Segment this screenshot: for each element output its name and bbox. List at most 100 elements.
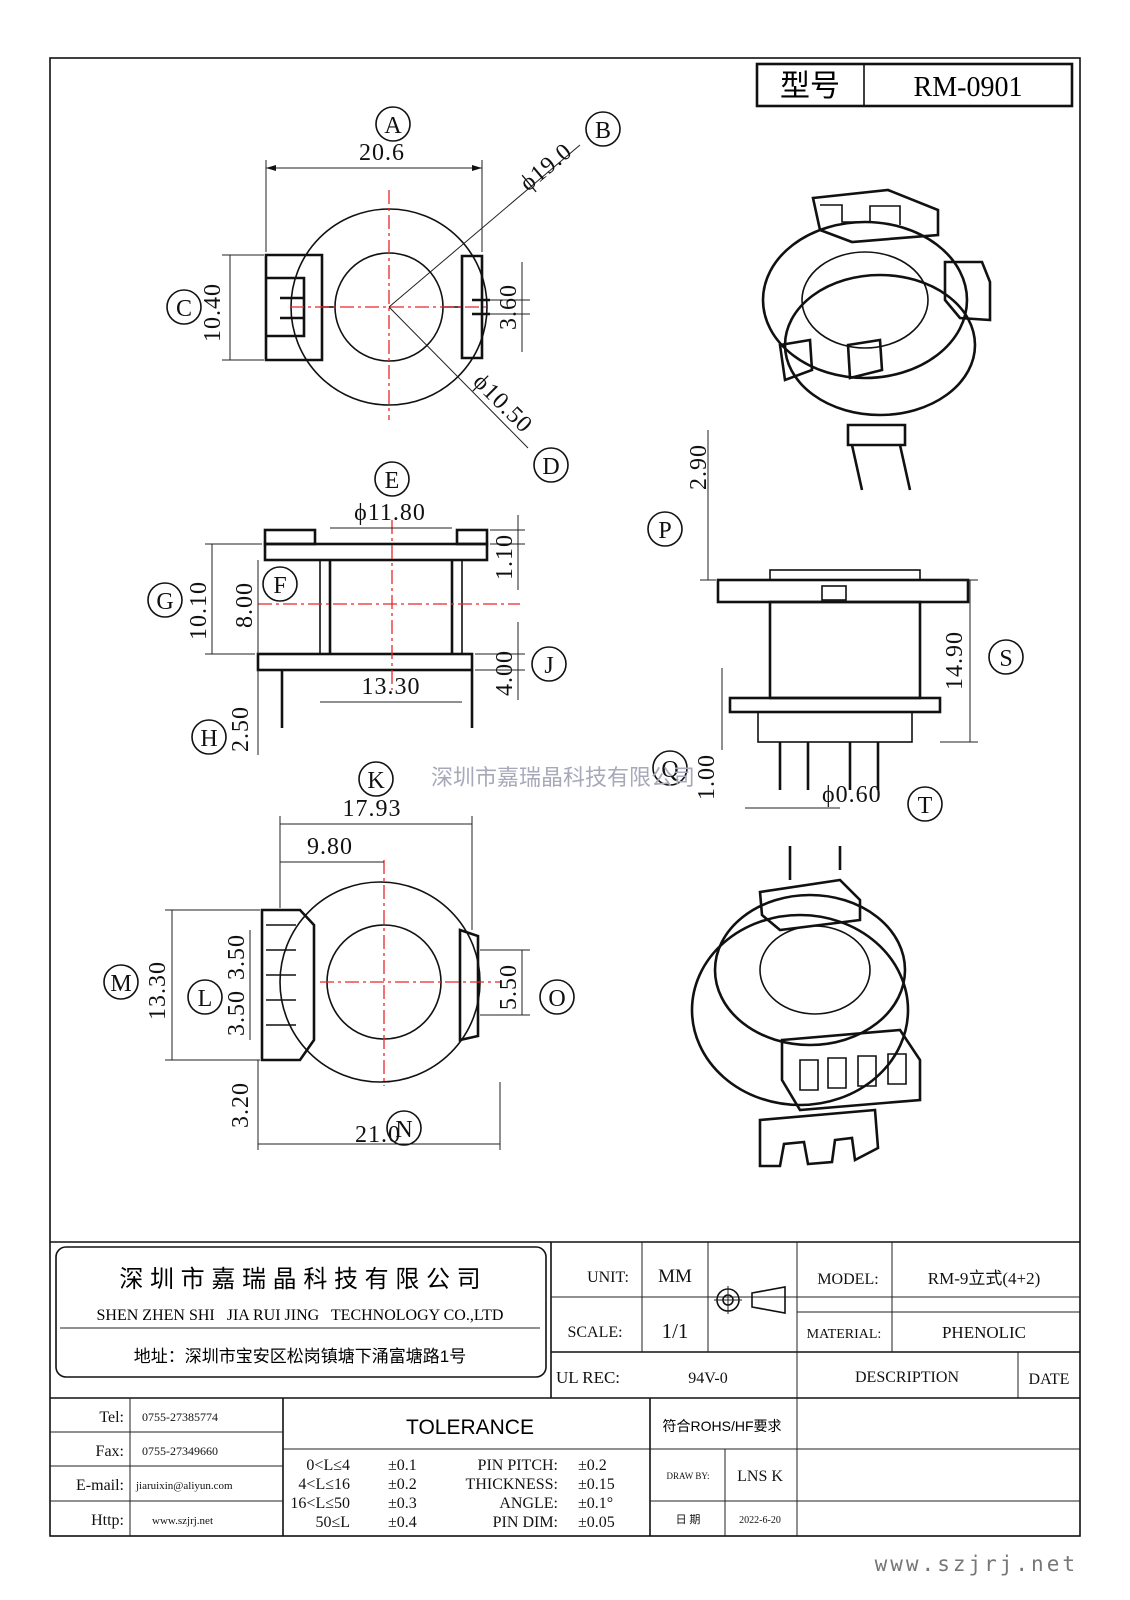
draw-by-value: LNS K — [737, 1468, 783, 1485]
label-t: T — [907, 786, 943, 822]
label-s: S — [988, 639, 1024, 675]
dim-side-height: 14.90 — [942, 631, 968, 690]
watermark: 深圳市嘉瑞晶科技有限公司 — [431, 766, 695, 791]
date-field-label: 日 期 — [676, 1513, 701, 1526]
label-e: E — [374, 461, 410, 497]
label-a: A — [375, 106, 411, 142]
label-c: C — [166, 289, 202, 325]
label-f: F — [262, 566, 298, 602]
compliance-note: 符合ROHS/HF要求 — [663, 1418, 782, 1434]
contact-fax-value: 0755-27349660 — [142, 1444, 218, 1458]
label-j: J — [531, 646, 567, 682]
dim-front-span: 13.30 — [362, 674, 421, 700]
tol-item-1: PIN PITCH: — [478, 1457, 558, 1474]
date-label: DATE — [1029, 1371, 1070, 1388]
contact-email-value: jiaruixin@aliyun.com — [135, 1480, 233, 1492]
scale-label: SCALE: — [567, 1324, 622, 1341]
svg-text:B: B — [595, 118, 611, 144]
bottom-view-right-block — [458, 928, 480, 1042]
ul-value: 94V-0 — [688, 1370, 727, 1387]
svg-text:K: K — [367, 768, 385, 794]
svg-text:P: P — [658, 518, 671, 544]
dim-bottom-pitch-b: 3.50 — [224, 990, 250, 1036]
tol-range-1: 0<L≤4 — [306, 1457, 350, 1474]
site-footer: www.szjrj.net — [875, 1552, 1078, 1576]
sheet-border — [49, 57, 1081, 1537]
dim-front-total: 10.10 — [186, 581, 212, 640]
description-label: DESCRIPTION — [855, 1369, 959, 1386]
top-view: 20.6 ϕ19.0 ϕ10.50 10.40 3.60 — [200, 138, 581, 449]
dim-top-outer-dia: ϕ19.0 — [515, 138, 577, 196]
model-box: 型号 RM-0901 — [755, 62, 1074, 108]
dim-top-height: 10.40 — [200, 283, 226, 342]
tol-item-3: ANGLE: — [499, 1495, 558, 1512]
svg-text:Q: Q — [661, 757, 678, 783]
company-name-cn: 深 圳 市 嘉 瑞 晶 科 技 有 限 公 司 — [119, 1266, 480, 1293]
dim-side-base: 1.00 — [694, 754, 720, 800]
model-box-label: 型号 — [780, 70, 840, 103]
tol-range-2: 4<L≤16 — [298, 1476, 350, 1493]
svg-text:J: J — [544, 653, 553, 679]
tol-range-3: 16<L≤50 — [290, 1495, 350, 1512]
model-value: RM-9立式(4+2) — [928, 1269, 1041, 1288]
contact-tel-value: 0755-27385774 — [142, 1410, 218, 1424]
dim-bottom-width: 21.0 — [355, 1122, 401, 1148]
dim-side-pin-dia: ϕ0.60 — [822, 782, 882, 808]
svg-text:O: O — [548, 986, 565, 1012]
title-block: 深 圳 市 嘉 瑞 晶 科 技 有 限 公 司 SHEN ZHEN SHI JI… — [50, 1241, 1080, 1536]
dim-bottom-pitch-a: 3.50 — [224, 934, 250, 980]
contact-fax-label: Fax: — [96, 1443, 124, 1460]
svg-text:S: S — [999, 646, 1012, 672]
svg-text:T: T — [918, 793, 933, 819]
model-label: MODEL: — [817, 1271, 878, 1288]
dim-top-inner-dia: ϕ10.50 — [468, 369, 538, 439]
material-value: PHENOLIC — [942, 1323, 1026, 1342]
material-label: MATERIAL: — [807, 1327, 882, 1342]
label-b: B — [585, 111, 621, 147]
tol-item-3-value: ±0.1° — [578, 1495, 613, 1512]
tol-range-3-value: ±0.3 — [388, 1495, 417, 1512]
contact-http-value: www.szjrj.net — [152, 1515, 213, 1527]
svg-text:L: L — [198, 986, 213, 1012]
tol-item-4: PIN DIM: — [493, 1514, 558, 1531]
svg-text:M: M — [110, 971, 131, 997]
dim-front-base: 4.00 — [492, 650, 518, 696]
contact-tel-label: Tel: — [99, 1409, 124, 1426]
svg-text:H: H — [200, 726, 217, 752]
dim-bottom-edge: 3.20 — [228, 1082, 254, 1128]
svg-text:A: A — [384, 113, 402, 139]
label-l: L — [187, 979, 223, 1015]
dim-bottom-overall: 17.93 — [343, 796, 402, 822]
tol-item-4-value: ±0.05 — [578, 1514, 615, 1531]
tol-item-2: THICKNESS: — [466, 1476, 558, 1493]
bottom-view-pin-block — [260, 908, 316, 1062]
label-o: O — [539, 979, 575, 1015]
dim-front-flange: 1.10 — [492, 534, 518, 580]
projection-symbol-icon — [714, 1286, 786, 1314]
scale-value: 1/1 — [662, 1319, 689, 1343]
front-view: ϕ11.80 10.10 8.00 1.10 4.00 13.30 2.50 — [186, 500, 525, 755]
contact-http-label: Http: — [91, 1512, 124, 1529]
tol-range-2-value: ±0.2 — [388, 1476, 417, 1493]
svg-text:F: F — [273, 573, 286, 599]
front-view-top-flange — [263, 542, 489, 562]
model-box-value: RM-0901 — [914, 72, 1023, 103]
dim-front-core: ϕ11.80 — [354, 500, 426, 526]
unit-value: MM — [658, 1266, 692, 1287]
side-view-top-flange — [716, 578, 970, 604]
iso-view-top — [761, 188, 992, 491]
dim-bottom-slot: 5.50 — [496, 964, 522, 1010]
label-n: N — [386, 1110, 422, 1146]
dim-bottom-height: 13.30 — [145, 961, 171, 1020]
label-g: G — [147, 582, 183, 618]
tol-range-4-value: ±0.4 — [388, 1514, 417, 1531]
dim-top-slot: 3.60 — [496, 284, 522, 330]
label-d: D — [533, 447, 569, 483]
top-view-right-terminal — [460, 254, 490, 360]
svg-text:D: D — [542, 454, 559, 480]
svg-text:E: E — [385, 468, 400, 494]
company-name-en: SHEN ZHEN SHI JIA RUI JING TECHNOLOGY CO… — [97, 1307, 504, 1324]
side-view-body — [768, 600, 922, 700]
label-k: K — [358, 761, 394, 797]
